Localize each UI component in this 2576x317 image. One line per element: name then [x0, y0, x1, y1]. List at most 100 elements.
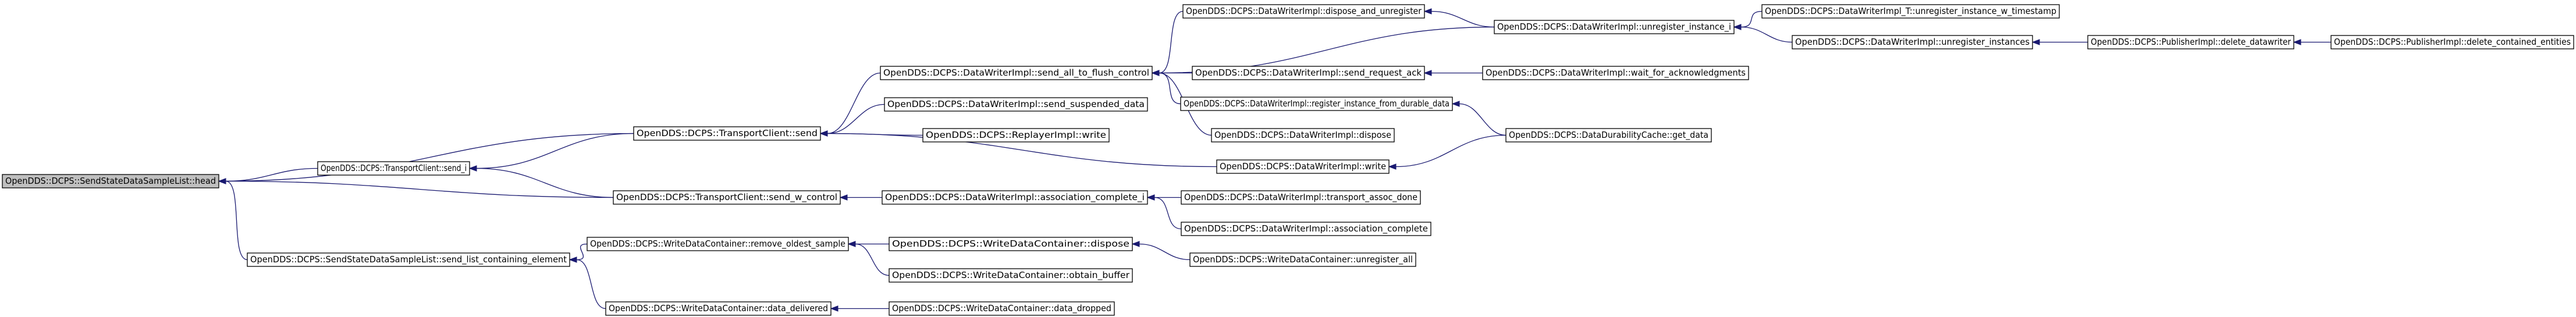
node-datawriterimpl-association-complete[interactable]: OpenDDS::DCPS::DataWriterImpl::associati… [1181, 222, 1431, 236]
node-label: OpenDDS::DCPS::WriteDataContainer::dispo… [892, 238, 1129, 249]
node-label: OpenDDS::DCPS::DataWriterImpl::associati… [1184, 223, 1428, 234]
node-box [1181, 222, 1431, 236]
edge-n19-to-n9 [1146, 194, 1182, 230]
node-datawriterimpl-t-unregister-instance-w-timestamp[interactable]: OpenDDS::DCPS::DataWriterImpl_T::unregis… [1761, 4, 2060, 19]
node-box [882, 190, 1148, 205]
node-datawriterimpl-dispose[interactable]: OpenDDS::DCPS::DataWriterImpl::dispose [1211, 128, 1395, 143]
edges-layer [218, 8, 2331, 312]
node-replayerimpl-write[interactable]: OpenDDS::DCPS::ReplayerImpl::write [922, 128, 1110, 143]
edge-n26-to-n20 [1131, 241, 1191, 261]
edge-n9-to-n3 [839, 194, 882, 201]
node-datawriterimpl-register-instance-from-durable-data[interactable]: OpenDDS::DCPS::DataWriterImpl::register_… [1180, 97, 1453, 111]
edge-line [827, 72, 881, 134]
node-writedatacontainer-obtain-buffer[interactable]: OpenDDS::DCPS::WriteDataContainer::obtai… [889, 268, 1133, 283]
node-writedatacontainer-unregister-all[interactable]: OpenDDS::DCPS::WriteDataContainer::unreg… [1189, 252, 1416, 267]
node-writedatacontainer-remove-oldest-sample[interactable]: OpenDDS::DCPS::WriteDataContainer::remov… [587, 237, 849, 251]
edge-line [827, 133, 1217, 168]
node-label: OpenDDS::DCPS::DataWriterImpl::unregiste… [1795, 37, 2030, 48]
edge-line [225, 180, 614, 198]
node-publisherimpl-delete-contained-entities[interactable]: OpenDDS::DCPS::PublisherImpl::delete_con… [2330, 35, 2574, 49]
node-box [1482, 66, 1749, 80]
node-datadurabilitycache-get-data[interactable]: OpenDDS::DCPS::DataDurabilityCache::get_… [1505, 128, 1712, 143]
node-label: OpenDDS::DCPS::DataWriterImpl::unregiste… [1497, 22, 1731, 33]
edge-line [1459, 103, 1506, 136]
node-box [884, 97, 1148, 112]
node-box [889, 237, 1133, 251]
node-box [1761, 4, 2060, 19]
node-datawriterimpl-dispose-and-unregister[interactable]: OpenDDS::DCPS::DataWriterImpl::dispose_a… [1182, 4, 1425, 19]
edge-arrowhead [1733, 24, 1742, 30]
edge-line [1740, 10, 1763, 28]
node-label: OpenDDS::DCPS::WriteDataContainer::data_… [892, 303, 1111, 314]
node-datawriterimpl-transport-assoc-done[interactable]: OpenDDS::DCPS::DataWriterImpl::transport… [1181, 190, 1421, 205]
node-transportclient-send[interactable]: OpenDDS::DCPS::TransportClient::send [633, 126, 821, 141]
node-datawriterimpl-wait-for-acknowledgments[interactable]: OpenDDS::DCPS::DataWriterImpl::wait_for_… [1482, 66, 1749, 80]
node-sendstatedatasamplelist-head[interactable]: OpenDDS::DCPS::SendStateDataSampleList::… [2, 174, 219, 188]
edge-arrowhead [839, 194, 848, 201]
edge-n8-to-n2 [819, 130, 1217, 168]
edge-n3-to-n0 [218, 178, 614, 198]
edge-n17-to-n15 [1451, 101, 1506, 136]
edge-line [476, 168, 614, 198]
node-datawriterimpl-send-all-to-flush-control[interactable]: OpenDDS::DCPS::DataWriterImpl::send_all_… [880, 66, 1153, 80]
node-box [633, 126, 821, 141]
node-label: OpenDDS::DCPS::PublisherImpl::delete_con… [2334, 37, 2571, 48]
node-datawriterimpl-send-request-ack[interactable]: OpenDDS::DCPS::DataWriterImpl::send_requ… [1192, 66, 1425, 80]
node-box [1494, 20, 1735, 34]
node-datawriterimpl-send-suspended-data[interactable]: OpenDDS::DCPS::DataWriterImpl::send_susp… [884, 97, 1148, 112]
edge-arrowhead [1423, 70, 1432, 76]
edge-arrowhead [819, 130, 828, 137]
node-label: OpenDDS::DCPS::TransportClient::send_i [321, 163, 467, 174]
node-label: OpenDDS::DCPS::DataWriterImpl::send_all_… [883, 67, 1149, 79]
node-box [1182, 4, 1425, 19]
node-label: OpenDDS::DCPS::DataWriterImpl::transport… [1184, 192, 1417, 203]
node-label: OpenDDS::DCPS::DataWriterImpl::send_requ… [1195, 67, 1422, 79]
edge-line [1139, 243, 1191, 261]
node-box [247, 252, 570, 267]
node-box [889, 268, 1133, 283]
node-box [1180, 97, 1453, 111]
node-box [1505, 128, 1712, 143]
node-box [605, 301, 832, 316]
edge-arrowhead [468, 165, 477, 172]
node-datawriterimpl-unregister-instance-i[interactable]: OpenDDS::DCPS::DataWriterImpl::unregiste… [1494, 20, 1735, 34]
edge-line [827, 104, 885, 134]
node-transportclient-send-w-control[interactable]: OpenDDS::DCPS::TransportClient::send_w_c… [613, 190, 841, 205]
node-label: OpenDDS::DCPS::TransportClient::send [637, 128, 818, 138]
node-label: OpenDDS::DCPS::WriteDataContainer::unreg… [1193, 254, 1413, 265]
node-label: OpenDDS::DCPS::PublisherImpl::delete_dat… [2091, 37, 2291, 48]
node-writedatacontainer-data-delivered[interactable]: OpenDDS::DCPS::WriteDataContainer::data_… [605, 301, 832, 316]
node-transportclient-send-i[interactable]: OpenDDS::DCPS::TransportClient::send_i [317, 161, 470, 176]
edge-arrowhead [1451, 101, 1460, 107]
edge-n28-to-n27 [2293, 39, 2331, 45]
edge-n13-to-n12 [1423, 8, 1495, 28]
node-box [2, 174, 219, 188]
edge-arrowhead [847, 241, 856, 247]
node-box [880, 66, 1153, 80]
edge-n22-to-n11 [830, 305, 890, 312]
edge-n3-to-n1 [468, 165, 614, 198]
node-label: OpenDDS::DCPS::SendStateDataSampleList::… [250, 254, 567, 265]
node-publisherimpl-delete-datawriter[interactable]: OpenDDS::DCPS::PublisherImpl::delete_dat… [2087, 35, 2294, 49]
node-label: OpenDDS::DCPS::DataWriterImpl::dispose [1214, 130, 1391, 140]
edge-line [225, 180, 248, 261]
node-box [613, 190, 841, 205]
edge-arrowhead [1151, 70, 1160, 76]
node-writedatacontainer-data-dropped[interactable]: OpenDDS::DCPS::WriteDataContainer::data_… [889, 301, 1115, 316]
edge-line [1154, 197, 1182, 230]
node-datawriterimpl-write[interactable]: OpenDDS::DCPS::DataWriterImpl::write [1216, 159, 1390, 174]
node-datawriterimpl-unregister-instances[interactable]: OpenDDS::DCPS::DataWriterImpl::unregiste… [1792, 35, 2033, 49]
node-label: OpenDDS::DCPS::DataWriterImpl::associati… [885, 192, 1145, 203]
edge-n5-to-n2 [819, 72, 881, 137]
node-label: OpenDDS::DCPS::DataWriterImpl::register_… [1184, 98, 1449, 109]
node-writedatacontainer-dispose[interactable]: OpenDDS::DCPS::WriteDataContainer::dispo… [889, 237, 1133, 251]
node-datawriterimpl-association-complete-i[interactable]: OpenDDS::DCPS::DataWriterImpl::associati… [882, 190, 1148, 205]
node-label: OpenDDS::DCPS::TransportClient::send_w_c… [616, 192, 837, 203]
node-sendstatedatasamplelist-send-list-containing-element[interactable]: OpenDDS::DCPS::SendStateDataSampleList::… [247, 252, 570, 267]
edge-line [1431, 10, 1495, 28]
node-label: OpenDDS::DCPS::DataWriterImpl_T::unregis… [1765, 6, 2056, 17]
node-box [2087, 35, 2294, 49]
edge-line [1740, 26, 1793, 43]
edge-n11-to-n4 [569, 257, 606, 309]
edge-arrowhead [1146, 194, 1155, 201]
